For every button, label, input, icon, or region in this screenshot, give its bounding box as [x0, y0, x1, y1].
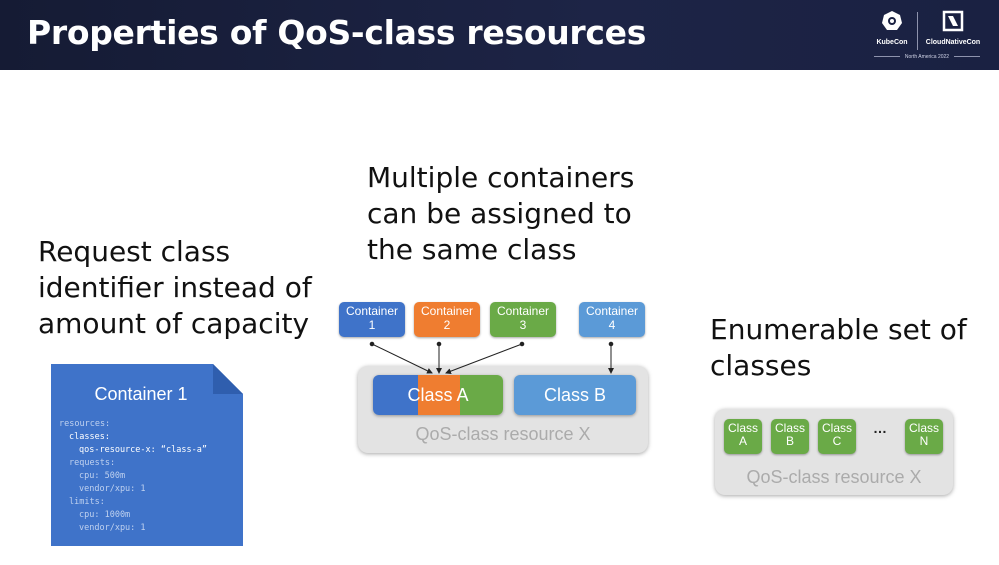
code-line: resources:: [59, 419, 111, 429]
middle-heading: Multiple containers can be assigned to t…: [367, 160, 634, 268]
container-chip-line: Container: [496, 304, 550, 318]
slide-title: Properties of QoS-class resources: [27, 13, 647, 52]
class-a-chip: Class A: [724, 419, 762, 454]
code-line: qos-resource-x: “class-a”: [79, 445, 207, 455]
logo-divider: [917, 12, 918, 50]
class-chip-line: Class: [727, 421, 758, 435]
class-chip-letter: B: [785, 434, 794, 448]
left-heading-line: Request class: [38, 235, 231, 268]
arrow-container-3: [445, 343, 523, 375]
container-chip-number: 3: [519, 318, 527, 332]
class-chip-letter: C: [832, 434, 842, 448]
helm-wheel-icon: [882, 11, 902, 30]
left-heading-line: identifier instead of: [38, 271, 312, 304]
card-title: Container 1: [94, 384, 188, 404]
class-c-chip: Class C: [818, 419, 856, 454]
container-4-chip: Container 4: [579, 302, 645, 337]
code-line: vendor/xpu: 1: [79, 484, 146, 494]
class-b-chip: Class B: [771, 419, 809, 454]
kubecon-label: KubeCon: [876, 39, 908, 46]
class-b-label: Class B: [543, 385, 606, 405]
right-heading: Enumerable set of classes: [710, 312, 967, 384]
container-spec-card: Container 1 resources: classes: qos-reso…: [51, 364, 243, 546]
logo-rule-right: [954, 56, 980, 57]
container-chip-number: 1: [368, 318, 376, 332]
left-heading: Request class identifier instead of amou…: [38, 234, 312, 342]
class-a-segment-container-2: [418, 375, 460, 415]
container-3-chip: Container 3: [490, 302, 556, 337]
code-line: vendor/xpu: 1: [79, 523, 146, 533]
logo-rule-left: [874, 56, 900, 57]
event-subtitle: North America 2022: [904, 54, 950, 60]
class-n-chip: Class N: [905, 419, 943, 454]
code-line: cpu: 1000m: [79, 510, 131, 520]
container-chip-line: Container: [345, 304, 399, 318]
container-chip-line: Container: [420, 304, 474, 318]
class-b-block: Class B: [514, 375, 636, 415]
middle-heading-line: the same class: [367, 233, 577, 266]
class-chip-letter: A: [738, 434, 747, 448]
cncf-logo: CloudNativeCon: [924, 10, 982, 46]
arrow-container-1: [371, 343, 433, 374]
class-a-block: Class A: [373, 375, 503, 415]
class-a-segment-container-1: [373, 375, 418, 415]
container-chip-number: 4: [608, 318, 616, 332]
resource-label: QoS-class resource X: [746, 467, 922, 487]
container-2-chip: Container 2: [414, 302, 480, 337]
code-line: cpu: 500m: [79, 471, 126, 481]
container-chip-line: Container: [585, 304, 639, 318]
code-line: classes:: [69, 432, 110, 442]
class-a-label: Class A: [407, 385, 469, 405]
cncf-icon: [942, 10, 964, 32]
class-a-segment-container-3: [460, 375, 503, 415]
right-heading-line: Enumerable set of: [710, 313, 967, 346]
header-bar: Properties of QoS-class resources KubeCo…: [0, 0, 999, 70]
container-chip-number: 2: [443, 318, 451, 332]
container-1-chip: Container 1: [339, 302, 405, 337]
code-line: requests:: [69, 458, 116, 468]
resource-label: QoS-class resource X: [415, 424, 591, 444]
middle-heading-line: Multiple containers: [367, 161, 635, 194]
middle-heading-line: can be assigned to: [367, 197, 632, 230]
class-chip-line: Class: [821, 421, 852, 435]
ellipsis: …: [873, 420, 887, 436]
class-chip-letter: N: [919, 434, 929, 448]
event-logos: KubeCon CloudNativeCon North America 202…: [872, 10, 982, 62]
class-chip-line: Class: [908, 421, 939, 435]
right-heading-line: classes: [710, 349, 812, 382]
code-line: limits:: [69, 497, 105, 507]
resource-spec-code: resources: classes: qos-resource-x: “cla…: [59, 418, 207, 535]
kubecon-logo: KubeCon: [872, 10, 912, 46]
left-heading-line: amount of capacity: [38, 307, 310, 340]
cncf-label: CloudNativeCon: [925, 39, 981, 46]
class-chip-line: Class: [774, 421, 805, 435]
